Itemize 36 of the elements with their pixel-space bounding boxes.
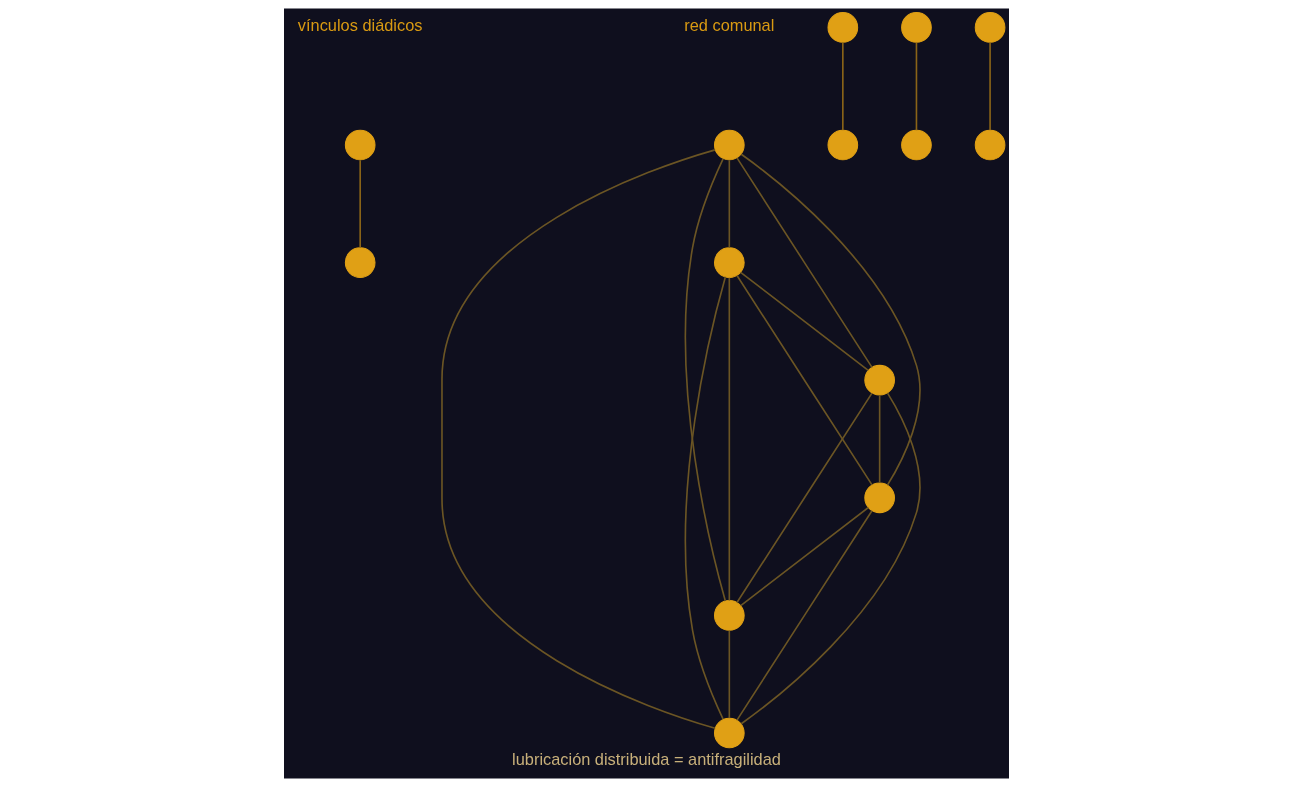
connector bbox=[684, 276, 727, 721]
connector bbox=[728, 277, 731, 602]
node-circle bbox=[714, 717, 745, 749]
connector bbox=[878, 394, 881, 484]
node-circle bbox=[974, 129, 1006, 161]
node-circle bbox=[901, 12, 932, 43]
node-circle bbox=[901, 129, 932, 161]
connector bbox=[842, 41, 844, 131]
connector bbox=[740, 392, 921, 725]
connector bbox=[728, 629, 731, 719]
connector bbox=[915, 41, 918, 131]
node-circle bbox=[864, 482, 895, 514]
node-circle bbox=[827, 12, 859, 43]
connector bbox=[441, 149, 716, 729]
connector bbox=[684, 158, 727, 602]
connector bbox=[736, 157, 873, 369]
label: vínculos diádicos bbox=[297, 16, 423, 35]
connector bbox=[728, 159, 731, 249]
label: red comunal bbox=[684, 16, 775, 35]
connector bbox=[736, 274, 873, 486]
connector bbox=[736, 392, 873, 604]
caption: lubricación distribuida = antifragilidad bbox=[512, 750, 781, 768]
node-circle bbox=[974, 12, 1006, 43]
node-circle bbox=[864, 364, 895, 396]
node-circle bbox=[714, 129, 745, 161]
node-circle bbox=[827, 129, 859, 161]
connector bbox=[739, 506, 870, 607]
node-circle bbox=[714, 247, 745, 278]
connector bbox=[740, 153, 921, 486]
node-circle bbox=[714, 600, 745, 631]
connector bbox=[989, 41, 991, 131]
node-circle bbox=[344, 129, 376, 161]
connector bbox=[736, 509, 873, 721]
connector bbox=[739, 271, 870, 372]
node-circle bbox=[344, 247, 376, 278]
connector bbox=[359, 159, 361, 249]
